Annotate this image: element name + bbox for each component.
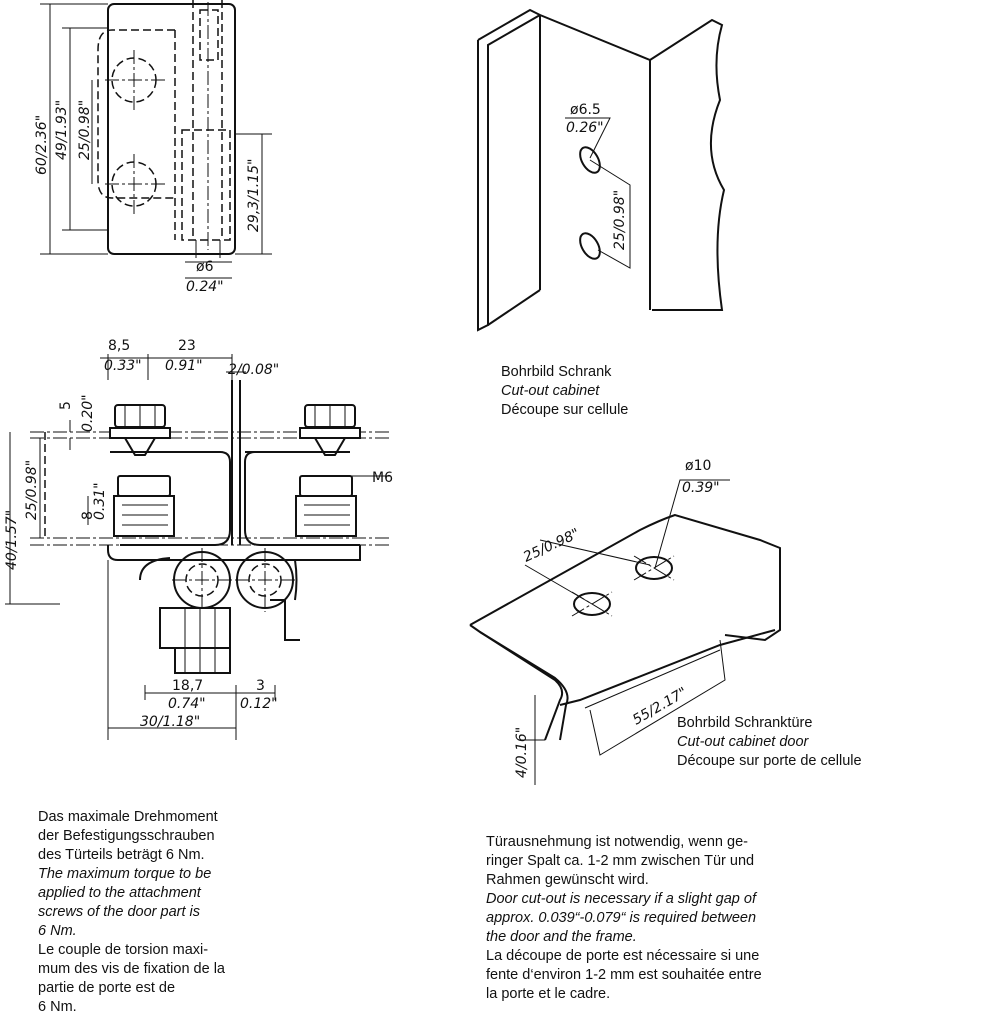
note-torque-de-2: der Befestigungsschrauben	[38, 828, 215, 844]
dim-5-in: 0.20"	[80, 394, 96, 432]
dim-hole-spacing: 25/0.98"	[77, 100, 93, 160]
dim-hole-dia: ø6	[196, 259, 214, 275]
note-torque-en-2: applied to the attachment	[38, 885, 201, 901]
note-gap-fr-1: La découpe de porte est nécessaire si un…	[486, 948, 760, 964]
note-torque-en-1: The maximum torque to be	[38, 866, 212, 882]
dim-center-height: 49/1.93"	[54, 100, 70, 160]
thread-label: M6	[372, 470, 393, 486]
caption-door-fr: Découpe sur porte de cellule	[677, 753, 862, 769]
note-torque-fr-4: 6 Nm.	[38, 999, 77, 1015]
dim-3-in: 0.12"	[240, 696, 278, 712]
caption-door-de: Bohrbild Schranktüre	[677, 715, 813, 731]
note-gap-de-3: Rahmen gewünscht wird.	[486, 872, 649, 888]
caption-door: Bohrbild Schranktüre Cut-out cabinet doo…	[677, 714, 862, 771]
note-gap-fr-3: la porte et le cadre.	[486, 986, 611, 1002]
cabinet-dia: ø6.5	[570, 102, 601, 118]
note-torque: Das maximale Drehmoment der Befestigungs…	[38, 808, 225, 1017]
dim-8-5: 8,5	[108, 338, 130, 354]
dim-total-height: 60/2.36"	[34, 115, 50, 175]
note-torque-fr-1: Le couple de torsion maxi-	[38, 942, 209, 958]
caption-cabinet: Bohrbild Schrank Cut-out cabinet Découpe…	[501, 363, 628, 420]
cabinet-hole-spacing: 25/0.98"	[612, 190, 628, 250]
dim-23-in: 0.91"	[165, 358, 203, 374]
note-gap: Türausnehmung ist notwendig, wenn ge- ri…	[486, 833, 762, 1004]
note-torque-fr-2: mum des vis de fixation de la	[38, 961, 225, 977]
dim-8: 8	[80, 511, 96, 520]
note-torque-en-3: screws of the door part is	[38, 904, 200, 920]
note-gap-en-1: Door cut-out is necessary if a slight ga…	[486, 891, 756, 907]
note-torque-de-3: des Türteils beträgt 6 Nm.	[38, 847, 205, 863]
door-dia: ø10	[685, 458, 711, 474]
door-depth: 4/0.16"	[514, 727, 530, 778]
door-hole-spacing: 25/0.98"	[521, 526, 582, 566]
note-torque-fr-3: partie de porte est de	[38, 980, 176, 996]
dim-right-height: 29,3/1.15"	[246, 159, 262, 233]
hinge-section-view: 8,5 0.33" 23 0.91" 2/0.08" 5 0.20" 25/0.…	[4, 338, 393, 740]
dim-hole-dia-in: 0.24"	[186, 279, 224, 295]
hinge-top-view: 60/2.36" 49/1.93" 25/0.98" 29,3/1.15" ø6…	[34, 0, 272, 295]
dim-40: 40/1.57"	[4, 510, 20, 570]
caption-cabinet-de: Bohrbild Schrank	[501, 364, 612, 380]
dim-18-7: 18,7	[172, 678, 203, 694]
dim-2: 2/0.08"	[228, 362, 279, 378]
note-gap-en-2: approx. 0.039“-0.079“ is required betwee…	[486, 910, 757, 926]
dim-8-in: 0.31"	[92, 482, 108, 520]
dim-23: 23	[178, 338, 196, 354]
note-gap-de-2: ringer Spalt ca. 1-2 mm zwischen Tür und	[486, 853, 755, 869]
dim-3: 3	[256, 678, 265, 694]
door-dia-in: 0.39"	[682, 480, 720, 496]
caption-cabinet-en: Cut-out cabinet	[501, 383, 600, 399]
caption-cabinet-fr: Découpe sur cellule	[501, 402, 629, 418]
dim-30: 30/1.18"	[140, 714, 200, 730]
dim-25: 25/0.98"	[24, 460, 40, 520]
note-torque-de-1: Das maximale Drehmoment	[38, 809, 218, 825]
note-gap-en-3: the door and the frame.	[486, 929, 637, 945]
cabinet-dia-in: 0.26"	[566, 120, 604, 136]
cabinet-profile: ø6.5 0.26" 25/0.98"	[477, 8, 726, 332]
note-gap-fr-2: fente d‘environ 1-2 mm est souhaitée ent…	[486, 967, 762, 983]
dim-18-7-in: 0.74"	[168, 696, 206, 712]
caption-door-en: Cut-out cabinet door	[677, 734, 809, 750]
note-gap-de-1: Türausnehmung ist notwendig, wenn ge-	[486, 834, 748, 850]
note-torque-en-4: 6 Nm.	[38, 923, 77, 939]
dim-8-5-in: 0.33"	[104, 358, 142, 374]
dim-5: 5	[58, 401, 74, 410]
